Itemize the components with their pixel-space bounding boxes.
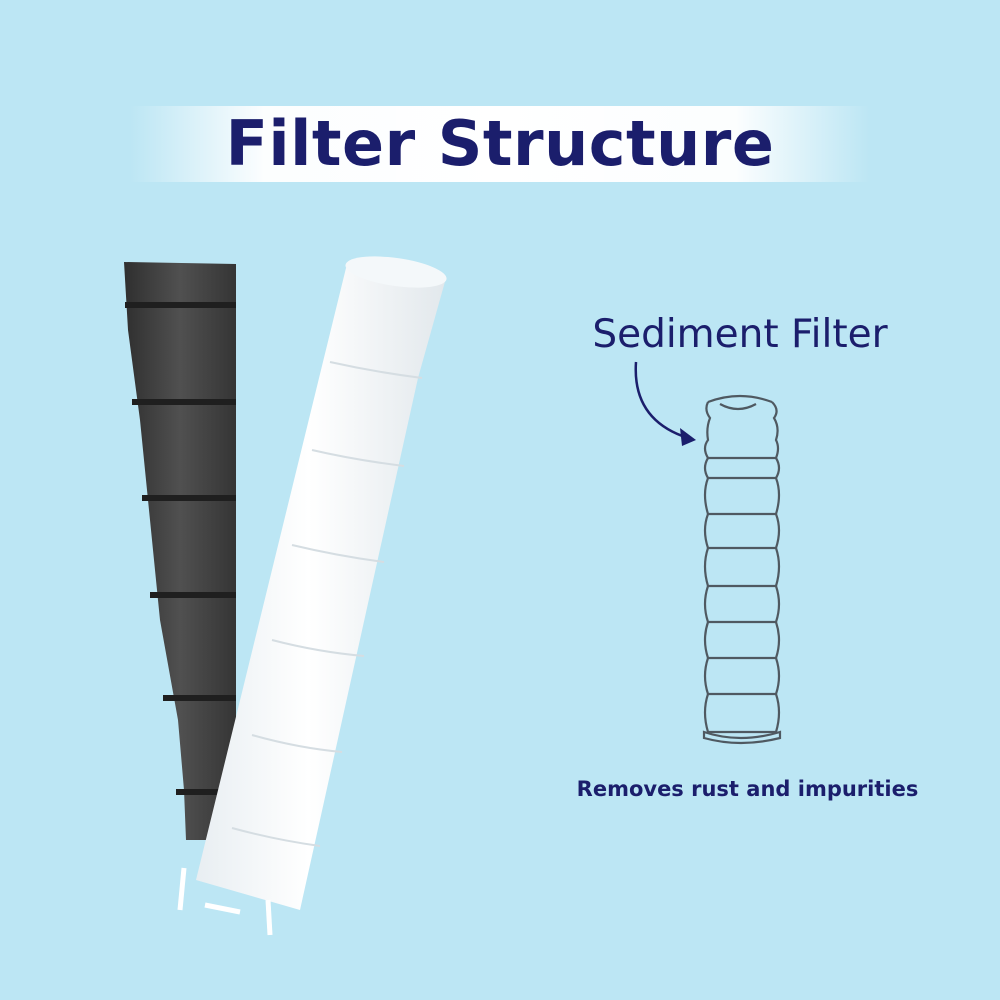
carbon-filter-photo — [124, 262, 236, 840]
sediment-filter-label: Sediment Filter — [592, 312, 888, 357]
curved-arrow-icon — [634, 361, 696, 446]
title-banner — [130, 106, 870, 182]
sediment-filter-photo — [177, 256, 447, 936]
sediment-filter-caption: Removes rust and impurities — [576, 777, 919, 801]
page-title: Filter Structure — [225, 107, 775, 180]
sediment-filter-outline-icon — [702, 394, 782, 745]
